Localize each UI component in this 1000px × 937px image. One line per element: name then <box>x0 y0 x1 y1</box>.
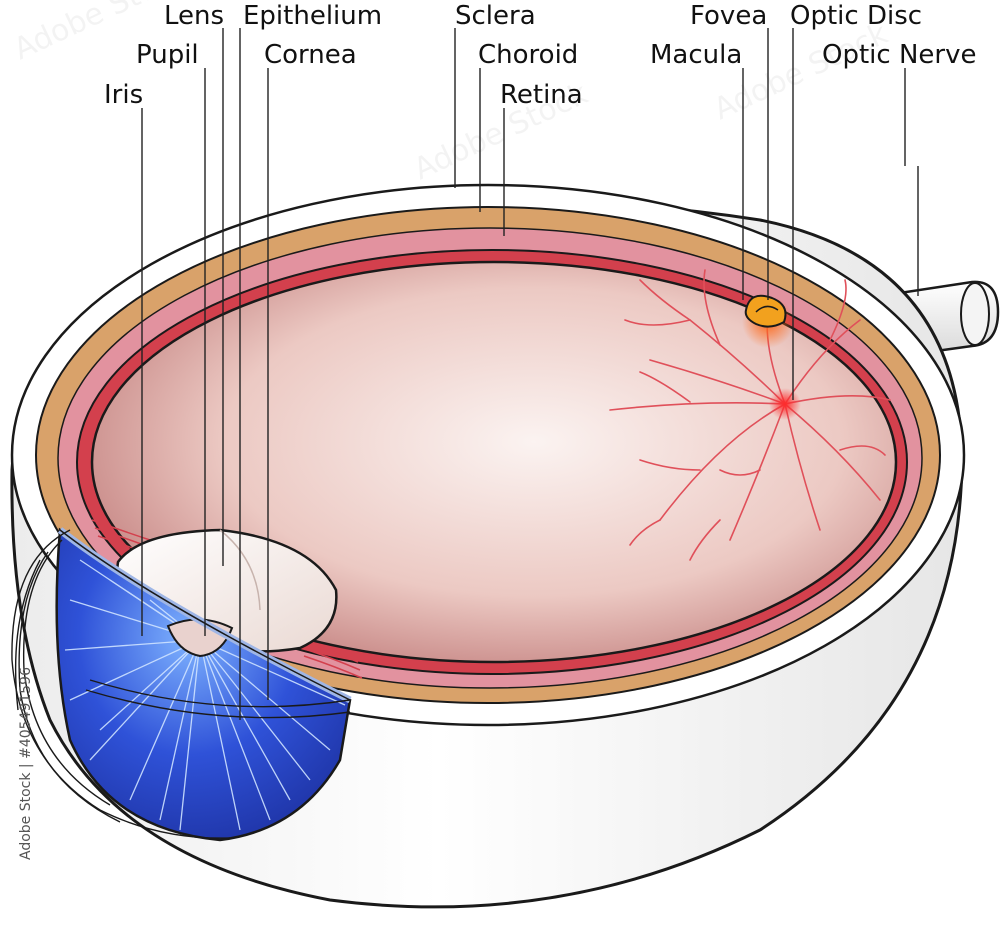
leader-lines <box>141 28 919 720</box>
optic-disc <box>769 388 801 420</box>
label-pupil: Pupil <box>136 40 199 70</box>
label-optic-disc: Optic Disc <box>790 1 922 31</box>
label-iris: Iris <box>104 80 143 110</box>
label-lens: Lens <box>164 1 224 31</box>
label-optic-nerve: Optic Nerve <box>822 40 976 70</box>
labels: Lens Epithelium Sclera Fovea Optic Disc … <box>104 1 976 110</box>
label-cornea: Cornea <box>264 40 357 70</box>
label-choroid: Choroid <box>478 40 578 70</box>
cornea-iris-cutaway <box>55 527 352 842</box>
macula <box>742 294 794 348</box>
label-sclera: Sclera <box>455 1 536 31</box>
label-epithelium: Epithelium <box>243 1 382 31</box>
stock-id-watermark: Adobe Stock | #405491596 <box>18 667 34 860</box>
svg-text:Adobe Stock: Adobe Stock <box>709 16 894 127</box>
cornea-arcs <box>11 529 351 839</box>
label-fovea: Fovea <box>690 1 767 31</box>
label-macula: Macula <box>650 40 742 70</box>
label-retina: Retina <box>500 80 583 110</box>
